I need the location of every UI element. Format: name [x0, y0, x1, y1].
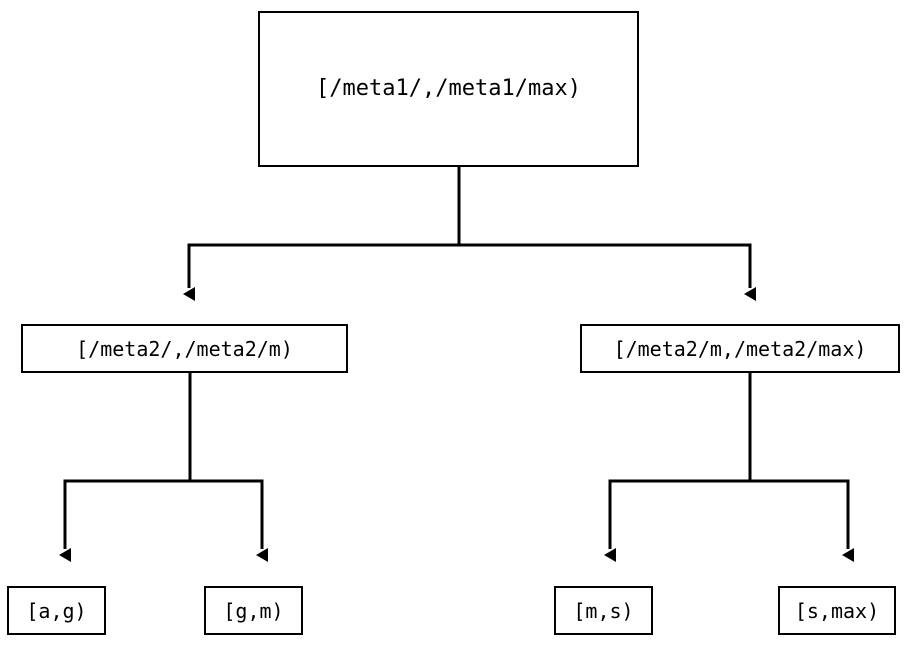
edge-mid-left-to-leaf-gm: [188, 373, 268, 562]
tree-node-mid-left-label: [/meta2/,/meta2/m): [76, 336, 293, 361]
edge-root-to-mid-right: [457, 167, 756, 301]
tree-node-leaf-smax[interactable]: [s,max): [778, 586, 896, 635]
tree-node-leaf-smax-label: [s,max): [794, 598, 880, 623]
tree-node-root-label: [/meta1/,/meta1/max): [316, 76, 581, 101]
tree-node-mid-left[interactable]: [/meta2/,/meta2/m): [21, 324, 348, 373]
edge-mid-right-to-leaf-smax: [748, 373, 854, 562]
edge-mid-right-to-leaf-ms: [604, 373, 752, 562]
edge-mid-left-to-leaf-ag: [59, 373, 192, 562]
edge-root-to-mid-left: [183, 167, 461, 301]
tree-node-leaf-gm[interactable]: [g,m): [204, 586, 303, 635]
tree-node-mid-right-label: [/meta2/m,/meta2/max): [613, 336, 867, 361]
tree-node-leaf-ag[interactable]: [a,g): [7, 586, 106, 635]
tree-node-leaf-ms-label: [m,s): [573, 598, 634, 623]
tree-node-root[interactable]: [/meta1/,/meta1/max): [258, 11, 639, 167]
tree-node-leaf-ag-label: [a,g): [26, 598, 87, 623]
tree-node-leaf-ms[interactable]: [m,s): [554, 586, 653, 635]
tree-node-mid-right[interactable]: [/meta2/m,/meta2/max): [580, 324, 900, 373]
tree-node-leaf-gm-label: [g,m): [223, 598, 284, 623]
